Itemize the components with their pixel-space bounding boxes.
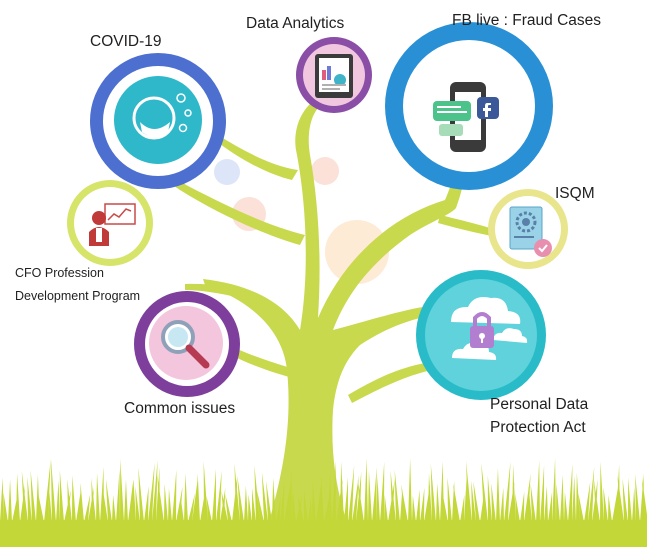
- pdpa-label: Personal Data Protection Act: [490, 393, 588, 439]
- cfo-label-line-2: Development Program: [15, 289, 141, 303]
- cfo-node: [67, 180, 153, 266]
- common-issues-label: Common issues: [124, 400, 236, 417]
- covid-label: COVID-19: [90, 33, 162, 50]
- covid-mask-icon: [114, 76, 202, 164]
- smartphone-facebook-icon: [433, 82, 499, 152]
- data-analytics-label: Data Analytics: [246, 15, 345, 32]
- presenter-chart-icon: [89, 203, 136, 246]
- magnifier-icon: [149, 306, 223, 380]
- decorative-bubbles: [214, 157, 389, 284]
- isqm-label: ISQM: [555, 185, 595, 202]
- cfo-label-line-1: CFO Profession: [15, 266, 104, 280]
- pdpa-label-line-2: Protection Act: [490, 419, 586, 436]
- covid-node: [90, 53, 226, 189]
- common-issues-node: [134, 291, 240, 397]
- pdpa-label-line-1: Personal Data: [490, 396, 589, 413]
- fb-live-node: [385, 22, 553, 190]
- tablet-chart-icon: [315, 54, 353, 98]
- isqm-node: [488, 189, 568, 269]
- data-analytics-node: [296, 37, 372, 113]
- grass: [0, 458, 647, 547]
- pdpa-node: [416, 270, 546, 400]
- fb-live-label: FB live : Fraud Cases: [452, 12, 602, 29]
- cfo-label: CFO Profession Development Program: [15, 262, 140, 308]
- cloud-padlock-icon: [451, 297, 528, 360]
- document-gear-check-icon: [509, 206, 552, 257]
